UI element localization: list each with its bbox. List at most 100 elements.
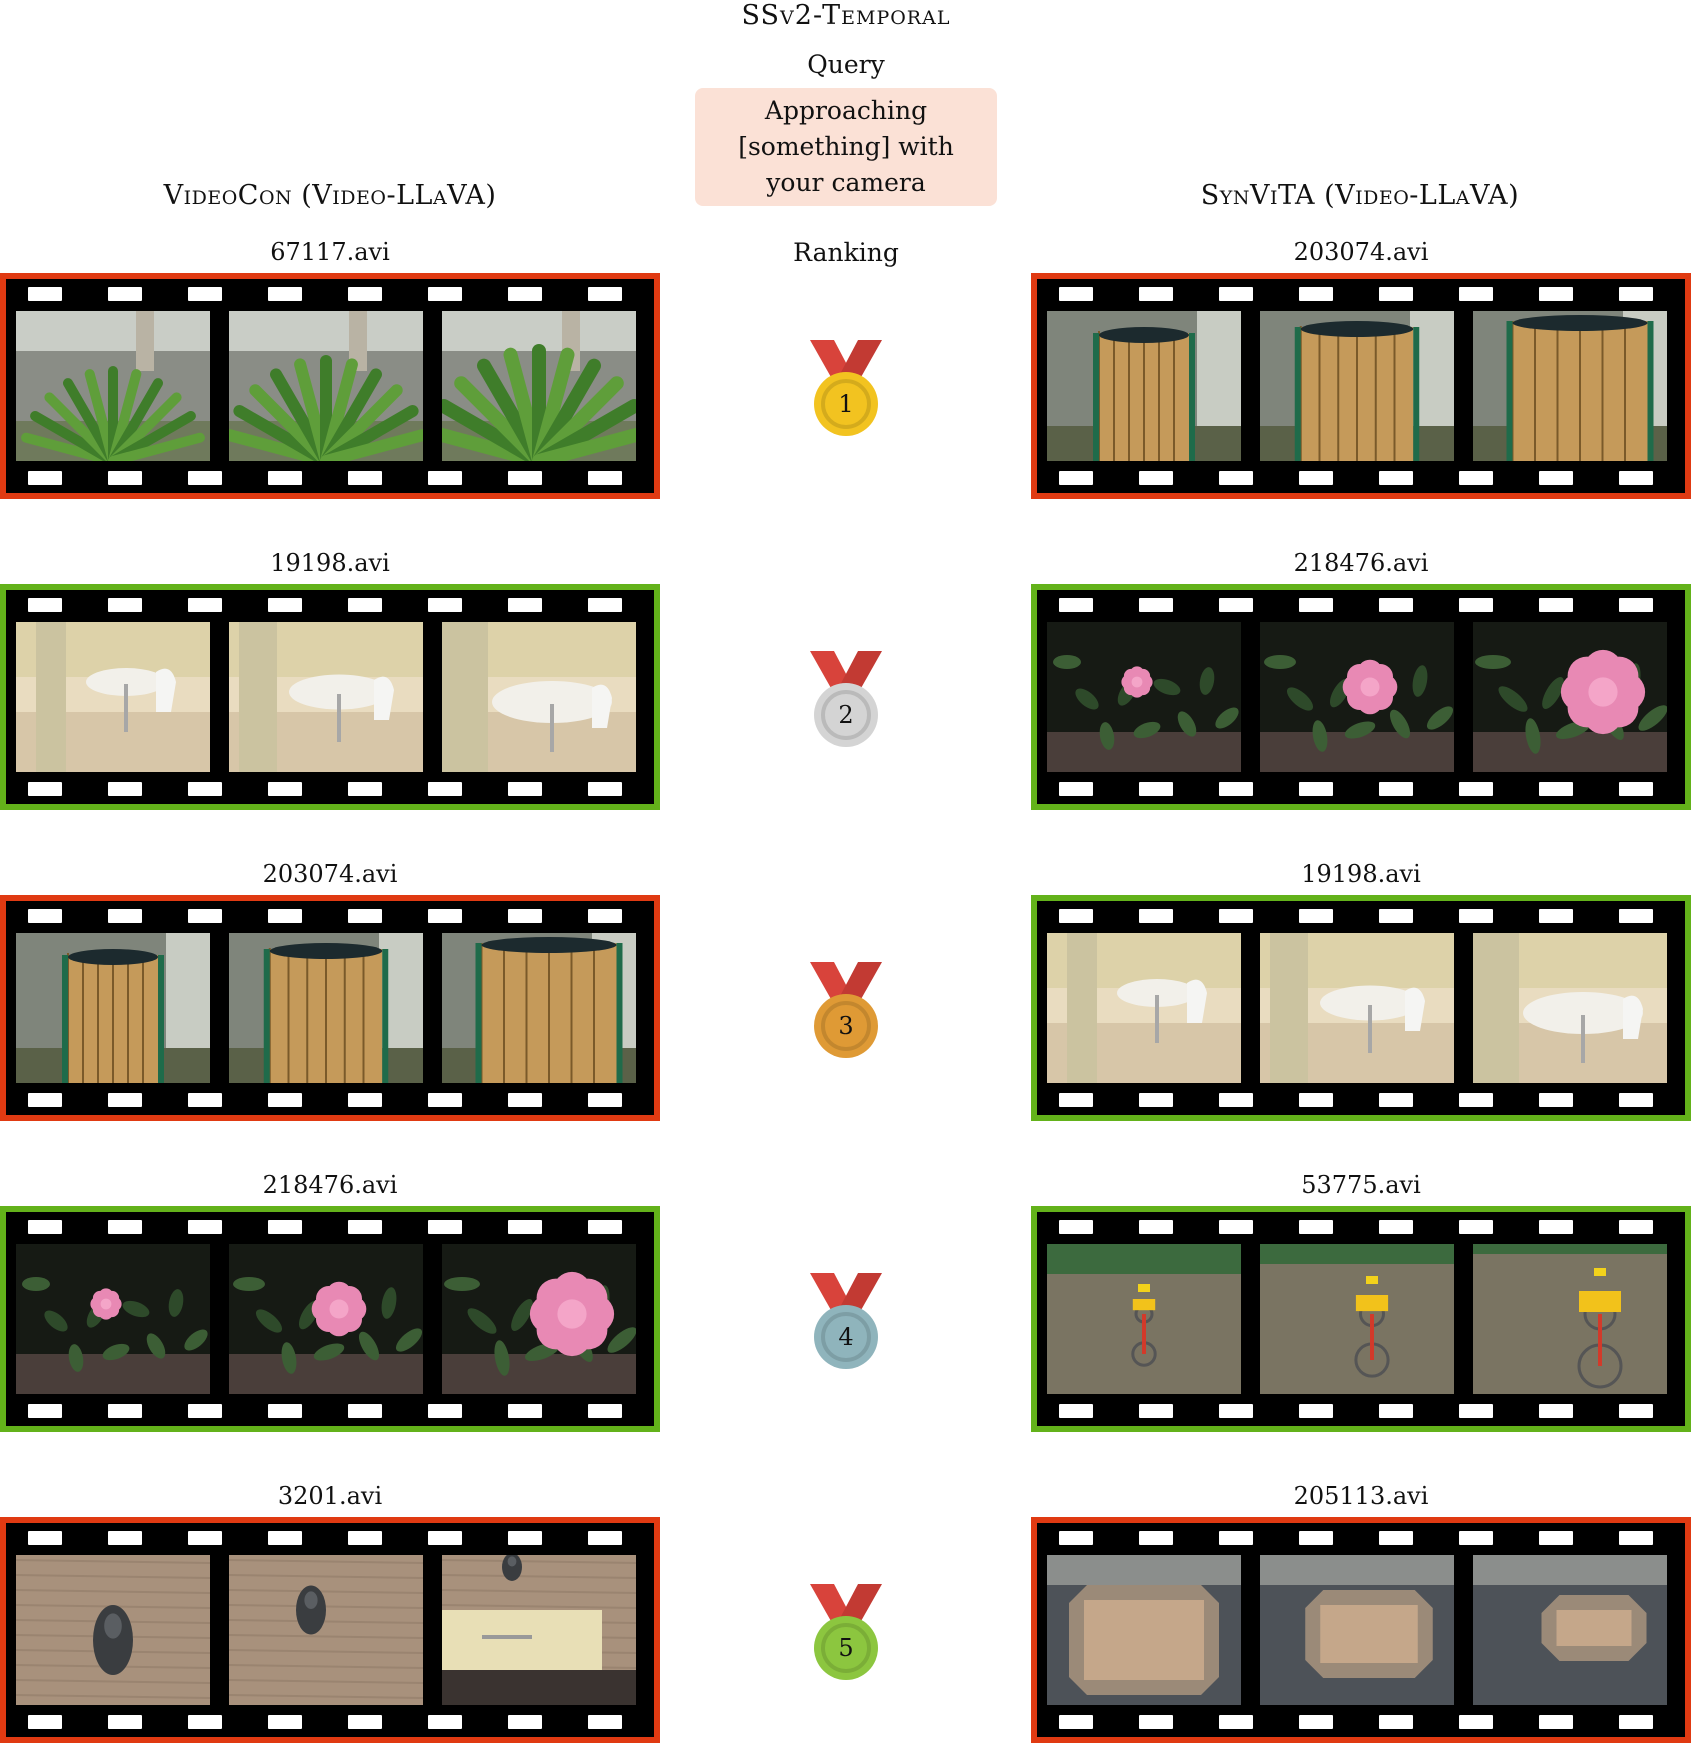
sprocket-hole — [1539, 287, 1573, 301]
sprocket-hole — [1299, 598, 1333, 612]
sprocket-hole — [28, 909, 62, 923]
sprocket-holes-top — [1037, 1220, 1685, 1234]
sprocket-hole — [1459, 909, 1493, 923]
left-column-heading: VideoCon (Video-LLaVA) — [163, 180, 497, 211]
sprocket-hole — [1539, 782, 1573, 796]
sprocket-hole — [1459, 598, 1493, 612]
left-film-strip — [0, 584, 660, 810]
video-frame-3 — [442, 311, 636, 461]
sprocket-hole — [268, 598, 302, 612]
sprocket-hole — [1459, 1715, 1493, 1729]
sprocket-hole — [1299, 287, 1333, 301]
sprocket-hole — [348, 598, 382, 612]
sprocket-holes-bottom — [1037, 471, 1685, 485]
sprocket-hole — [1139, 1404, 1173, 1418]
sprocket-hole — [28, 1715, 62, 1729]
ranking-label: Ranking — [793, 238, 899, 267]
sprocket-holes-top — [6, 1220, 654, 1234]
sprocket-hole — [188, 1715, 222, 1729]
sprocket-hole — [348, 471, 382, 485]
sprocket-hole — [188, 1531, 222, 1545]
video-frame-3 — [1473, 933, 1667, 1083]
sprocket-hole — [508, 1531, 542, 1545]
sprocket-hole — [428, 1715, 462, 1729]
sprocket-hole — [108, 782, 142, 796]
sprocket-hole — [268, 1531, 302, 1545]
sprocket-hole — [348, 782, 382, 796]
sprocket-holes-bottom — [6, 1093, 654, 1107]
sprocket-hole — [428, 1093, 462, 1107]
sprocket-holes-bottom — [6, 471, 654, 485]
sprocket-hole — [1459, 1531, 1493, 1545]
video-frame-1 — [16, 1555, 210, 1705]
right-film-strip — [1031, 895, 1691, 1121]
video-frame-2 — [1260, 1244, 1454, 1394]
sprocket-hole — [1379, 1404, 1413, 1418]
sprocket-holes-top — [6, 287, 654, 301]
sprocket-hole — [188, 909, 222, 923]
sprocket-hole — [1619, 471, 1653, 485]
rank-5-medal-icon: 5 — [806, 1582, 886, 1692]
sprocket-hole — [1379, 1715, 1413, 1729]
sprocket-hole — [1379, 598, 1413, 612]
sprocket-hole — [348, 1531, 382, 1545]
sprocket-hole — [268, 1715, 302, 1729]
sprocket-hole — [188, 471, 222, 485]
sprocket-hole — [268, 782, 302, 796]
sprocket-hole — [508, 1093, 542, 1107]
sprocket-hole — [588, 909, 622, 923]
video-frame-1 — [1047, 933, 1241, 1083]
sprocket-hole — [1139, 909, 1173, 923]
sprocket-hole — [108, 1531, 142, 1545]
sprocket-hole — [428, 909, 462, 923]
video-frame-1 — [16, 933, 210, 1083]
sprocket-hole — [1299, 1220, 1333, 1234]
sprocket-hole — [428, 471, 462, 485]
sprocket-hole — [1539, 1531, 1573, 1545]
sprocket-holes-bottom — [6, 782, 654, 796]
sprocket-hole — [508, 471, 542, 485]
video-frame-2 — [1260, 1555, 1454, 1705]
video-frame-1 — [1047, 1244, 1241, 1394]
sprocket-hole — [1299, 909, 1333, 923]
sprocket-hole — [1219, 909, 1253, 923]
sprocket-hole — [1139, 1093, 1173, 1107]
video-frame-3 — [1473, 1555, 1667, 1705]
sprocket-hole — [108, 1093, 142, 1107]
sprocket-hole — [1459, 287, 1493, 301]
right-film-strip — [1031, 1517, 1691, 1743]
sprocket-hole — [1379, 782, 1413, 796]
sprocket-hole — [508, 909, 542, 923]
sprocket-hole — [1379, 909, 1413, 923]
sprocket-hole — [1059, 909, 1093, 923]
sprocket-hole — [1539, 598, 1573, 612]
sprocket-hole — [28, 1404, 62, 1418]
right-film-strip — [1031, 1206, 1691, 1432]
sprocket-hole — [1219, 782, 1253, 796]
sprocket-hole — [1139, 1531, 1173, 1545]
sprocket-hole — [28, 471, 62, 485]
sprocket-hole — [188, 598, 222, 612]
figure-title: SSv2-Temporal — [741, 0, 951, 31]
sprocket-hole — [28, 598, 62, 612]
sprocket-hole — [1459, 1220, 1493, 1234]
sprocket-holes-top — [6, 598, 654, 612]
rank-number: 4 — [838, 1323, 854, 1351]
sprocket-hole — [1539, 1404, 1573, 1418]
sprocket-hole — [1139, 287, 1173, 301]
right-filename: 205113.avi — [1293, 1482, 1429, 1510]
sprocket-hole — [1059, 1220, 1093, 1234]
video-frame-1 — [1047, 1555, 1241, 1705]
video-frame-2 — [1260, 933, 1454, 1083]
video-frame-1 — [1047, 311, 1241, 461]
sprocket-hole — [1619, 287, 1653, 301]
sprocket-hole — [1139, 1220, 1173, 1234]
sprocket-hole — [188, 1220, 222, 1234]
sprocket-hole — [1059, 598, 1093, 612]
sprocket-hole — [348, 1715, 382, 1729]
query-label: Query — [807, 50, 885, 79]
sprocket-hole — [1379, 1220, 1413, 1234]
sprocket-hole — [1379, 1093, 1413, 1107]
sprocket-hole — [268, 287, 302, 301]
sprocket-hole — [428, 598, 462, 612]
